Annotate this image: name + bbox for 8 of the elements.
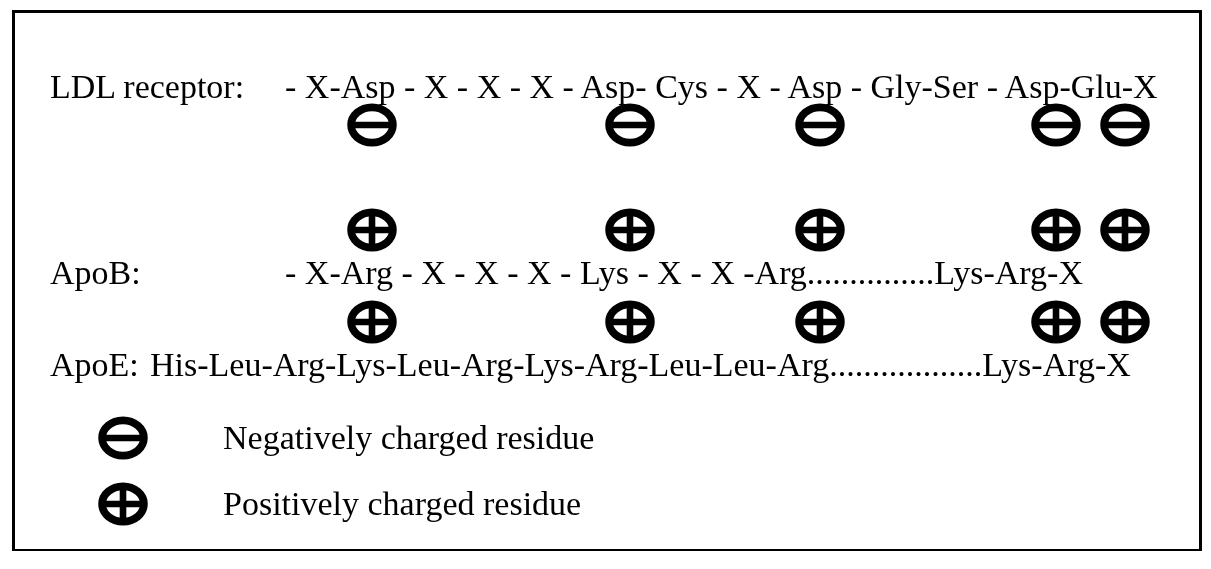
sequence-text: - X-Arg - X - X - X - Lys - X - X -Arg...............Lys-Arg-X bbox=[285, 255, 1083, 291]
legend-text: Negatively charged residue bbox=[223, 420, 595, 456]
row-label: ApoE: bbox=[50, 347, 139, 383]
sequence-text: - X-Asp - X - X - X - Asp- Cys - X - Asp - Gly-Ser - Asp-Glu-X bbox=[285, 69, 1158, 105]
row-label: LDL receptor: bbox=[50, 69, 245, 105]
legend-text: Positively charged residue bbox=[223, 486, 582, 522]
row-label: ApoB: bbox=[50, 255, 141, 291]
sequence-text: His-Leu-Arg-Lys-Leu-Arg-Lys-Arg-Leu-Leu-Arg..................Lys-Arg-X bbox=[150, 347, 1131, 383]
